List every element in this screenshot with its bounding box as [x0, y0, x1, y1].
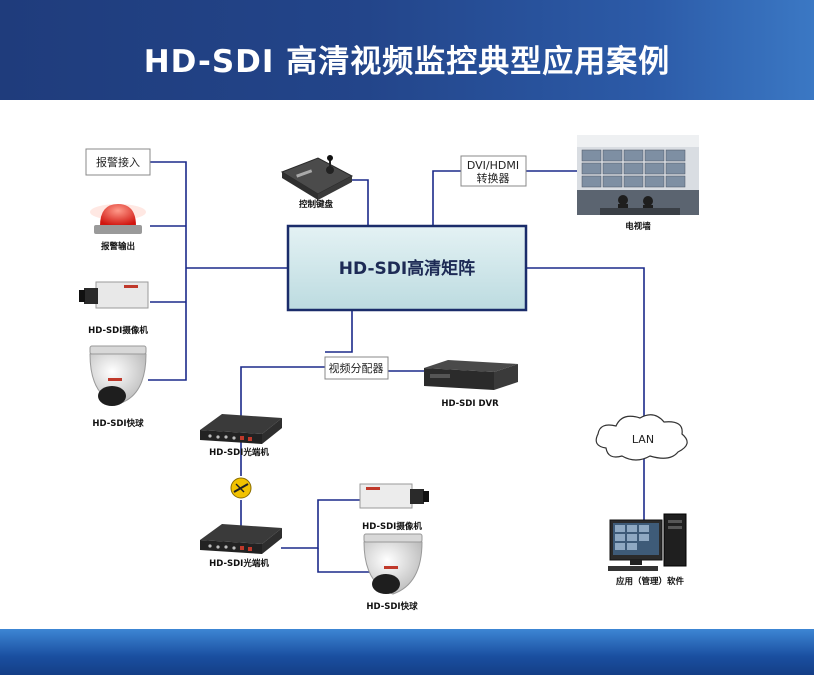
speed-dome-bottom-icon: [363, 533, 423, 595]
control-keyboard-icon: [280, 155, 354, 200]
video-distributor: 视频分配器: [324, 356, 389, 380]
alarm-input-label: 报警接入: [96, 155, 140, 169]
dvi-hdmi-converter: DVI/HDMI 转换器: [460, 155, 527, 187]
converter-label-line1: DVI/HDMI: [467, 159, 519, 172]
lan-label: LAN: [632, 433, 654, 446]
video-wall-label: 电视墙: [625, 221, 651, 232]
speed-dome-icon: [89, 345, 147, 406]
fiber-link-icon: [230, 477, 252, 499]
alarm-input: 报警接入: [85, 148, 151, 176]
header-banner: HD-SDI 高清视频监控典型应用案例: [0, 0, 814, 100]
converter-label-line2: 转换器: [477, 171, 510, 185]
optical-bottom-label: HD-SDI光端机: [209, 558, 269, 569]
box-camera-icon: [79, 281, 149, 309]
camera-left-label: HD-SDI摄像机: [88, 325, 148, 336]
keyboard-label: 控制键盘: [299, 199, 334, 210]
distributor-label: 视频分配器: [329, 361, 384, 375]
alarm-siren-icon: [90, 204, 146, 234]
lan-cloud-icon: LAN: [595, 414, 688, 461]
alarm-output-label: 报警输出: [101, 241, 135, 252]
hd-sdi-matrix: HD-SDI高清矩阵: [286, 224, 528, 312]
optical-transceiver-bottom-icon: [200, 524, 282, 554]
box-camera-bottom-icon: [359, 483, 429, 509]
dvr-label: HD-SDI DVR: [441, 399, 499, 409]
footer-bar: [0, 629, 814, 675]
dvr-icon: [424, 360, 518, 390]
matrix-label: HD-SDI高清矩阵: [339, 258, 475, 279]
workstation-icon: [608, 513, 687, 571]
camera-bottom-label: HD-SDI摄像机: [362, 521, 422, 532]
connection-lines: [148, 161, 645, 573]
dome-left-label: HD-SDI快球: [92, 418, 144, 429]
video-wall-icon: [577, 135, 699, 215]
page-title: HD-SDI 高清视频监控典型应用案例: [143, 44, 671, 80]
optical-transceiver-top-icon: [200, 414, 282, 444]
dome-bottom-label: HD-SDI快球: [366, 601, 418, 612]
optical-top-label: HD-SDI光端机: [209, 447, 269, 458]
software-label: 应用（管理）软件: [616, 576, 685, 587]
